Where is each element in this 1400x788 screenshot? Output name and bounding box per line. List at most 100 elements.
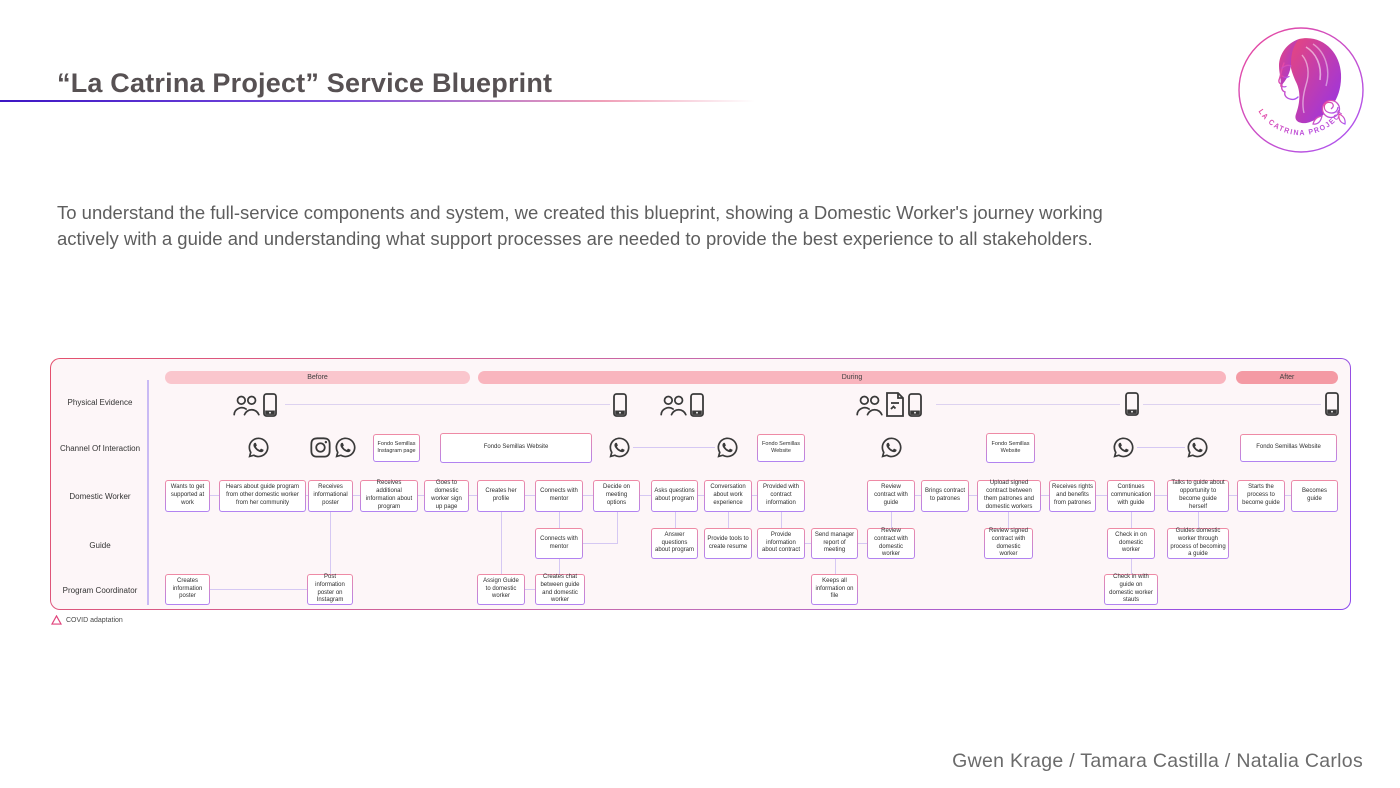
instagram-icon	[310, 437, 331, 458]
channel-box: Fondo Semillas Website	[757, 434, 805, 462]
channel-box: Fondo Semillas Website	[1240, 434, 1337, 462]
guide-step: Send manager report of meeting	[811, 528, 858, 559]
phone-icon	[1125, 392, 1139, 416]
connector	[781, 512, 782, 528]
connector	[501, 512, 502, 574]
dw-step: Review contract with guide	[867, 480, 915, 512]
row-label-program-coordinator: Program Coordinator	[62, 586, 138, 595]
dw-step: Goes to domestic worker sign up page	[424, 480, 469, 512]
dw-step: Talks to guide about opportunity to beco…	[1167, 480, 1229, 512]
phone-icon	[613, 393, 627, 417]
whatsapp-icon	[717, 437, 738, 458]
connector	[1198, 512, 1199, 528]
title-underline	[0, 100, 755, 102]
people-icon	[856, 395, 883, 416]
phone-icon	[1325, 392, 1339, 416]
covid-triangle-icon	[51, 615, 62, 625]
row-label-channel: Channel Of Interaction	[59, 444, 141, 453]
connector	[1285, 495, 1291, 496]
connector	[1131, 559, 1132, 574]
connector	[675, 512, 676, 528]
guide-step: Connects with mentor	[535, 528, 583, 559]
guide-step: Guides domestic worker through process o…	[1167, 528, 1229, 559]
guide-step: Review signed contract with domestic wor…	[984, 528, 1033, 559]
connector	[1131, 512, 1132, 528]
connector	[306, 495, 308, 496]
dw-step: Brings contract to patrones	[921, 480, 969, 512]
credits: Gwen Krage / Tamara Castilla / Natalia C…	[952, 750, 1363, 772]
la-catrina-logo: LA CATRINA PROJECT	[1238, 27, 1364, 153]
guide-step: Provide tools to create resume	[704, 528, 752, 559]
connector	[583, 495, 593, 496]
pc-step: Creates information poster	[165, 574, 210, 605]
phone-icon	[690, 393, 704, 417]
dw-step: Conversation about work experience	[704, 480, 752, 512]
guide-step: Review contract with domestic worker	[867, 528, 915, 559]
dw-step: Creates her profile	[477, 480, 525, 512]
people-icon	[660, 395, 687, 416]
connector	[583, 543, 617, 544]
row-label-domestic-worker: Domestic Worker	[69, 492, 131, 501]
dw-step: Connects with mentor	[535, 480, 583, 512]
whatsapp-icon	[248, 437, 269, 458]
connector	[330, 512, 331, 574]
document-icon	[886, 392, 904, 417]
dw-step: Receives informational poster	[308, 480, 353, 512]
connector	[469, 495, 477, 496]
dw-step: Starts the process to become guide	[1237, 480, 1285, 512]
channel-line	[633, 447, 715, 448]
people-icon	[233, 395, 260, 416]
dw-step: Receives rights and benefits from patron…	[1049, 480, 1096, 512]
connector	[1229, 495, 1237, 496]
dw-step: Provided with contract information	[757, 480, 805, 512]
channel-line	[1137, 447, 1185, 448]
legend: COVID adaptation	[51, 615, 123, 625]
phone-icon	[263, 393, 277, 417]
dw-step: Becomes guide	[1291, 480, 1338, 512]
dw-step: Asks questions about program	[651, 480, 698, 512]
whatsapp-icon	[335, 437, 356, 458]
intro-text: To understand the full-service component…	[57, 201, 1103, 250]
guide-step: Answer questions about program	[651, 528, 698, 559]
connector	[698, 495, 704, 496]
connector	[728, 512, 729, 528]
row-label-guide: Guide	[89, 541, 111, 550]
guide-step: Provide information about contract	[757, 528, 805, 559]
guide-step: Check in on domestic worker	[1107, 528, 1155, 559]
connector	[210, 589, 307, 590]
connector	[891, 512, 892, 528]
whatsapp-icon	[1113, 437, 1134, 458]
evidence-line	[936, 404, 1120, 405]
phase-pill-after: After	[1236, 371, 1338, 384]
pc-step: Check in with guide on domestic worker s…	[1104, 574, 1158, 605]
connector	[835, 559, 836, 574]
connector	[915, 495, 921, 496]
channel-box: Fondo Semillas Instagram page	[373, 434, 420, 462]
connector	[1041, 495, 1049, 496]
connector	[210, 495, 219, 496]
dw-step: Hears about guide program from other dom…	[219, 480, 306, 512]
connector	[525, 589, 535, 590]
whatsapp-icon	[1187, 437, 1208, 458]
whatsapp-icon	[609, 437, 630, 458]
legend-label: COVID adaptation	[66, 616, 123, 624]
connector	[969, 495, 977, 496]
connector	[353, 495, 360, 496]
phase-pill-before: Before	[165, 371, 470, 384]
connector	[1155, 495, 1167, 496]
page-title: “La Catrina Project” Service Blueprint	[57, 68, 553, 99]
connector	[858, 543, 867, 544]
dw-step: Upload signed contract between them patr…	[977, 480, 1041, 512]
row-label-divider	[147, 380, 149, 605]
evidence-line	[1143, 404, 1321, 405]
phone-icon	[908, 393, 922, 417]
channel-box: Fondo Semillas Website	[986, 433, 1035, 463]
dw-step: Continues communication with guide	[1107, 480, 1155, 512]
pc-step: Keeps all information on file	[811, 574, 858, 605]
connector	[1008, 512, 1009, 528]
connector	[640, 495, 651, 496]
connector	[752, 495, 757, 496]
whatsapp-icon	[881, 437, 902, 458]
channel-box: Fondo Semillas Website	[440, 433, 592, 463]
